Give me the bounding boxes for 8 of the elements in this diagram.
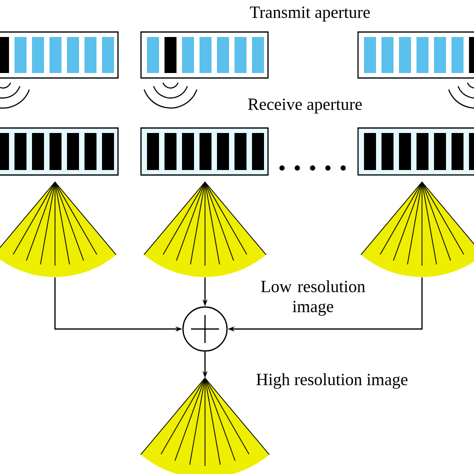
text-label: Low resolution image <box>261 280 366 316</box>
beam-sector <box>0 182 116 277</box>
beam-sector <box>144 182 266 277</box>
text-label: High resolution image <box>256 373 408 389</box>
text-label: Receive aperture <box>248 98 362 114</box>
text-label: Transmit aperture <box>250 6 370 22</box>
beam-sector <box>360 182 474 277</box>
summing-junction <box>182 306 228 352</box>
